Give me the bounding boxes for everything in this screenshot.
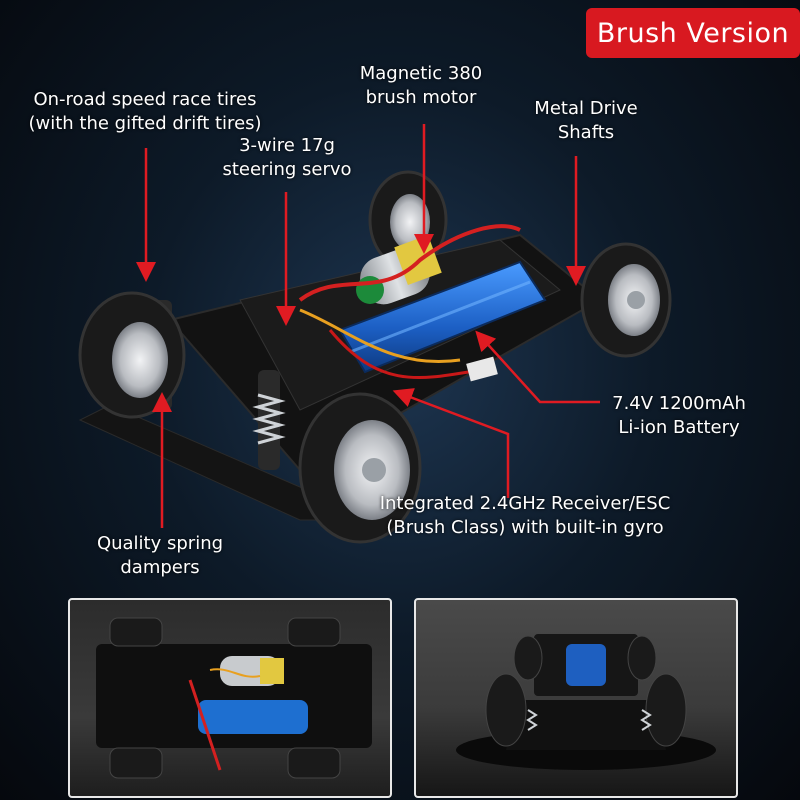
motor-line2: brush motor <box>365 87 477 108</box>
shafts-line1: Metal Drive <box>534 98 638 119</box>
battery-arrow <box>475 330 600 404</box>
front-view-chassis-illustration <box>456 634 716 770</box>
esc-callout: Integrated 2.4GHz Receiver/ESC (Brush Cl… <box>370 492 680 540</box>
front-left-wheel <box>78 291 186 419</box>
rear-right-wheel <box>580 242 672 358</box>
shafts-line2: Shafts <box>557 122 615 143</box>
motor-line1: Magnetic 380 <box>359 63 483 84</box>
shafts-callout: Metal Drive Shafts <box>516 97 656 145</box>
esc-line2: (Brush Class) with built-in gyro <box>386 517 664 538</box>
brush-version-badge: Brush Version <box>586 8 800 58</box>
front-view-photo <box>414 598 738 798</box>
dampers-callout: Quality spring dampers <box>70 532 250 580</box>
servo-line2: steering servo <box>222 159 352 180</box>
badge-label: Brush Version <box>596 17 790 49</box>
esc-arrow <box>392 388 510 498</box>
top-view-photo <box>68 598 392 798</box>
front-right-wheel <box>298 392 422 544</box>
esc-line1: Integrated 2.4GHz Receiver/ESC <box>379 493 671 514</box>
dampers-line1: Quality spring <box>96 533 224 554</box>
tires-line2: (with the gifted drift tires) <box>28 113 262 134</box>
battery-callout: 7.4V 1200mAh Li-ion Battery <box>604 392 754 440</box>
servo-callout: 3-wire 17g steering servo <box>212 134 362 182</box>
motor-callout: Magnetic 380 brush motor <box>346 62 496 110</box>
tires-callout: On-road speed race tires (with the gifte… <box>14 88 276 136</box>
front-right-damper <box>252 370 286 470</box>
rc-car-chassis-illustration <box>78 170 672 544</box>
top-view-chassis-illustration <box>96 617 372 779</box>
battery-line2: Li-ion Battery <box>618 417 740 438</box>
tires-line1: On-road speed race tires <box>33 89 257 110</box>
servo-line1: 3-wire 17g <box>239 135 335 156</box>
battery-line1: 7.4V 1200mAh <box>612 393 746 414</box>
dampers-line2: dampers <box>120 557 200 578</box>
